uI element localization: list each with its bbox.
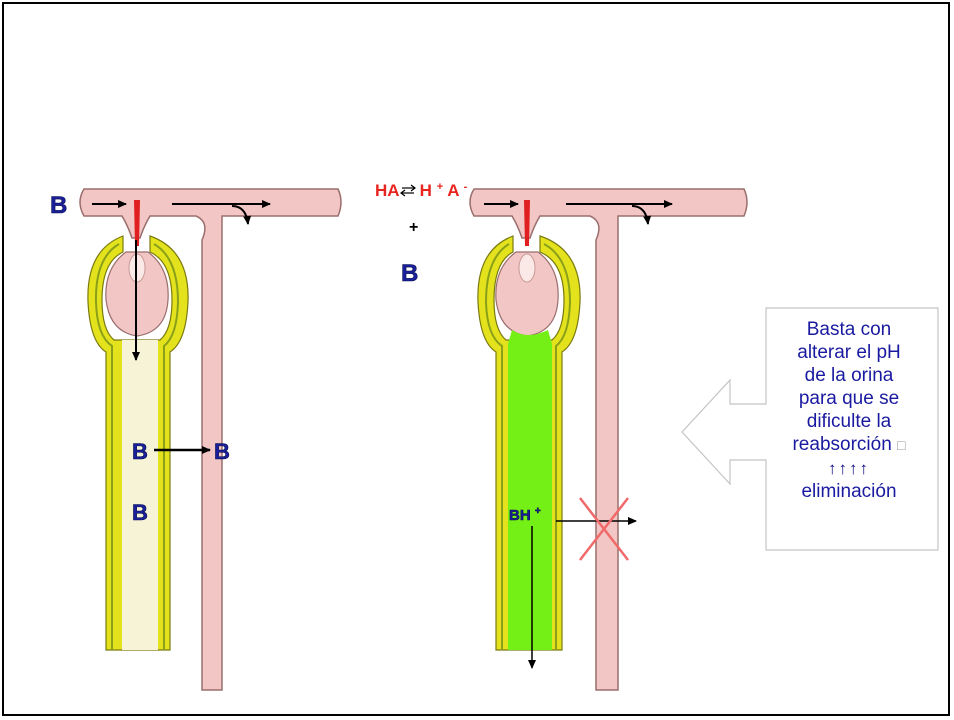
equation-h: H xyxy=(420,181,432,200)
center-plus: + xyxy=(409,219,418,236)
center-label-b: B xyxy=(401,260,418,287)
equation-ha: HA xyxy=(375,181,399,200)
left-red-filtration xyxy=(134,200,140,246)
left-label-b-top: B xyxy=(50,192,67,219)
left-label-b-mid-right: B xyxy=(214,439,230,464)
equation-minus-sup: - xyxy=(464,181,468,193)
right-red-filtration xyxy=(524,200,530,246)
right-label-bh-sup: + xyxy=(535,506,541,517)
callout-note: Basta con alterar el pH de la orina para… xyxy=(765,318,933,503)
note-up-arrows-icon: ↑↑↑↑ xyxy=(765,457,933,480)
left-label-b-mid-left: B xyxy=(132,439,148,464)
note-line-6-text: reabsorción xyxy=(792,434,891,455)
note-line-3: de la orina xyxy=(765,364,933,387)
note-line-6: reabsorción □ xyxy=(765,433,933,457)
equation-a: A xyxy=(447,181,459,200)
equation-line: HA H + A - xyxy=(375,175,468,200)
equation-plus-sup: + xyxy=(437,181,443,193)
note-line-2: alterar el pH xyxy=(765,341,933,364)
right-droplet xyxy=(519,254,535,282)
missing-glyph-icon: □ xyxy=(897,437,905,453)
right-tubule-lumen-green xyxy=(508,330,552,650)
note-line-8: eliminación xyxy=(765,480,933,503)
note-line-5: dificulte la xyxy=(765,410,933,433)
left-nephron: B B B B xyxy=(50,189,341,690)
right-label-bh-text: BH xyxy=(509,507,531,524)
left-label-b-lower: B xyxy=(132,500,148,525)
note-line-4: para que se xyxy=(765,387,933,410)
left-tubule-lumen xyxy=(122,340,158,650)
center-equation: HA H + A - + B xyxy=(375,175,468,287)
note-line-1: Basta con xyxy=(765,318,933,341)
